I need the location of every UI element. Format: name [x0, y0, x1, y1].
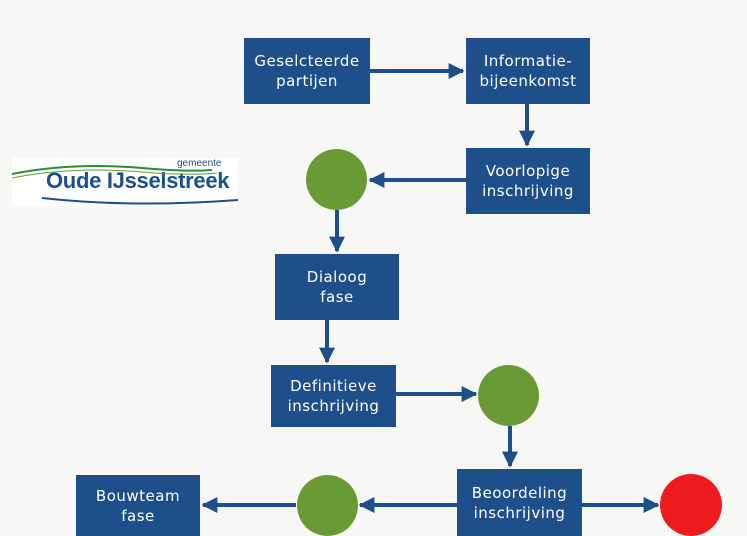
red-circle-rejected [660, 474, 722, 536]
box-definitieve-inschrijving: Definitieve inschrijving [271, 365, 396, 427]
box-geselecteerde-partijen: Geselcteerde partijen [244, 38, 370, 104]
logo-swoosh-icon [12, 165, 238, 205]
box-informatie-label: Informatie- bijeenkomst [479, 52, 577, 90]
box-dialoog-fase: Dialoog fase [275, 254, 399, 320]
box-bouwteam-label: Bouwteam fase [95, 486, 181, 525]
green-circle-after-definitieve [478, 365, 539, 426]
gemeente-logo: gemeente Oude IJsselstreek [12, 158, 238, 206]
box-voorlopige-inschrijving: Voorlopige inschrijving [466, 148, 590, 214]
logo-main-text: Oude IJsselstreek [46, 168, 230, 193]
box-bouwteam-fase: Bouwteam fase [76, 475, 200, 536]
box-beoordeling-label: Beoordeling inschrijving [471, 483, 568, 522]
logo-small-text: gemeente [177, 158, 222, 169]
box-voorlopige-label: Voorlopige inschrijving [482, 162, 574, 200]
box-definitieve-label: Definitieve inschrijving [287, 377, 380, 415]
box-dialoog-label: Dialoog fase [306, 268, 368, 306]
green-circle-after-voorlopige [306, 149, 367, 210]
box-geselecteerde-label: Geselcteerde partijen [254, 52, 360, 90]
box-beoordeling-inschrijving: Beoordeling inschrijving [457, 469, 582, 536]
box-informatiebijeenkomst: Informatie- bijeenkomst [466, 38, 590, 104]
green-circle-after-beoordeling [297, 475, 358, 536]
